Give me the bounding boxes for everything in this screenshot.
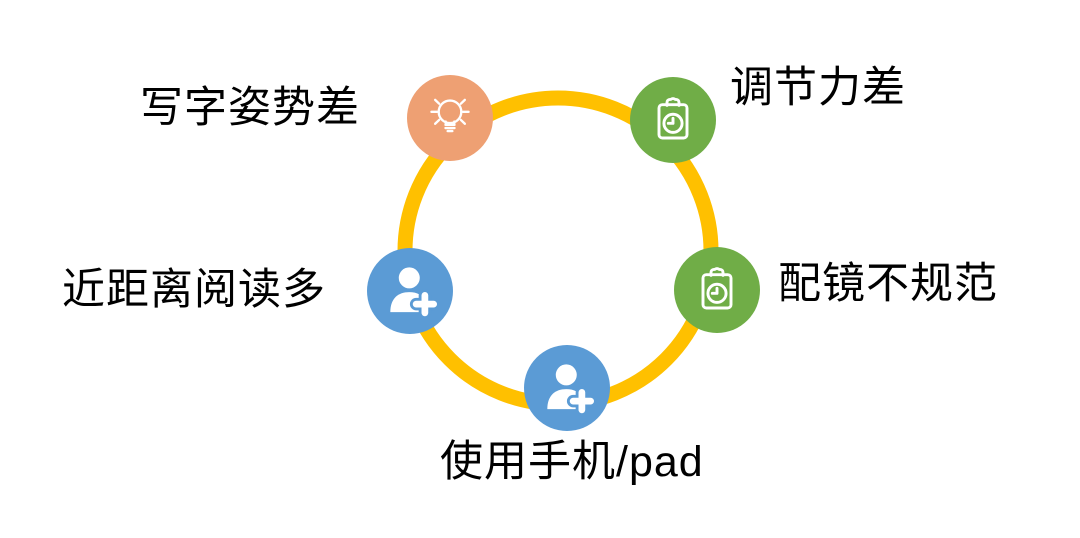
person-add-icon <box>390 267 440 320</box>
node-writing-posture <box>407 75 493 161</box>
node-label-accommodation: 调节力差 <box>730 64 906 112</box>
clipboard-clock-icon <box>701 267 733 310</box>
node-label-phone-pad: 使用手机/pad <box>440 438 704 486</box>
node-phone-pad <box>524 345 610 431</box>
node-label-glasses-fitting: 配镜不规范 <box>778 260 998 308</box>
node-label-writing-posture: 写字姿势差 <box>140 84 360 132</box>
node-near-reading <box>367 248 453 334</box>
person-add-icon <box>547 364 597 417</box>
node-glasses-fitting <box>674 247 760 333</box>
node-accommodation <box>630 77 716 163</box>
lightbulb-icon <box>430 98 470 133</box>
node-label-near-reading: 近距离阅读多 <box>62 266 326 314</box>
clipboard-clock-icon <box>657 97 689 140</box>
